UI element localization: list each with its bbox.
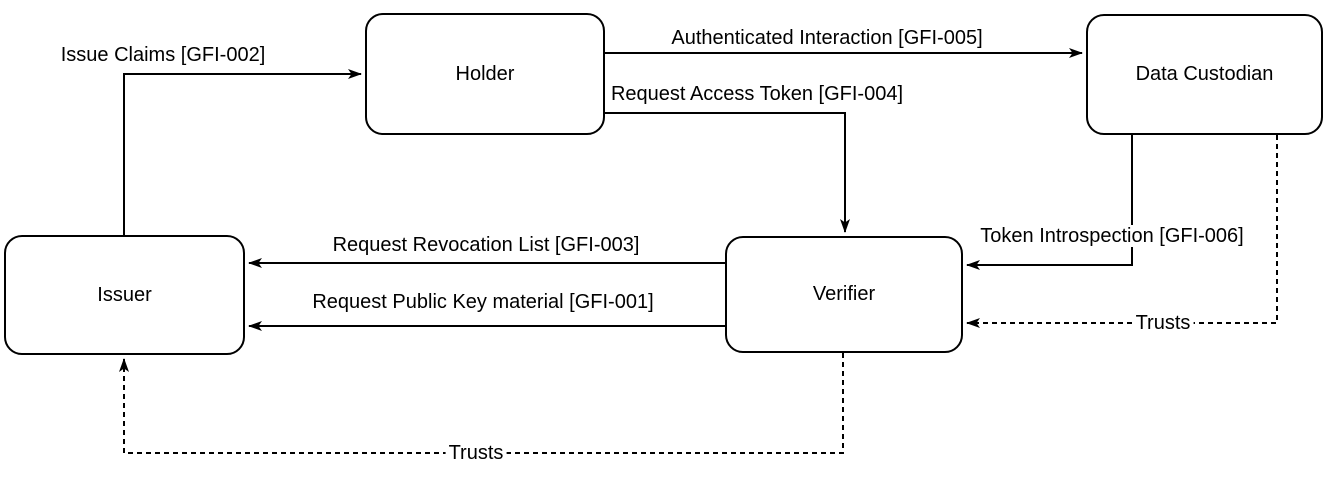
node-data-custodian: Data Custodian — [1086, 14, 1323, 135]
edge-label-authenticated-interaction: Authenticated Interaction [GFI-005] — [668, 27, 986, 49]
edge-label-token-introspection: Token Introspection [GFI-006] — [977, 225, 1247, 247]
node-verifier: Verifier — [725, 236, 963, 353]
issue-claims-arrow — [123, 69, 362, 235]
node-holder: Holder — [365, 13, 605, 135]
request-access-token-arrow — [605, 112, 850, 233]
trusts-verifier-issuer-arrow — [119, 353, 844, 454]
edge-label-request-access-token: Request Access Token [GFI-004] — [607, 83, 907, 105]
edge-label-trusts-datacustodian-verifier: Trusts — [1132, 312, 1194, 334]
edge-label-issue-claims: Issue Claims [GFI-002] — [57, 44, 269, 66]
edge-label-trusts-verifier-issuer: Trusts — [445, 442, 507, 464]
node-issuer: Issuer — [4, 235, 245, 355]
token-introspection-arrow — [966, 135, 1133, 270]
edge-label-request-public-key: Request Public Key material [GFI-001] — [309, 291, 657, 313]
edge-label-request-revocation-list: Request Revocation List [GFI-003] — [329, 234, 643, 256]
